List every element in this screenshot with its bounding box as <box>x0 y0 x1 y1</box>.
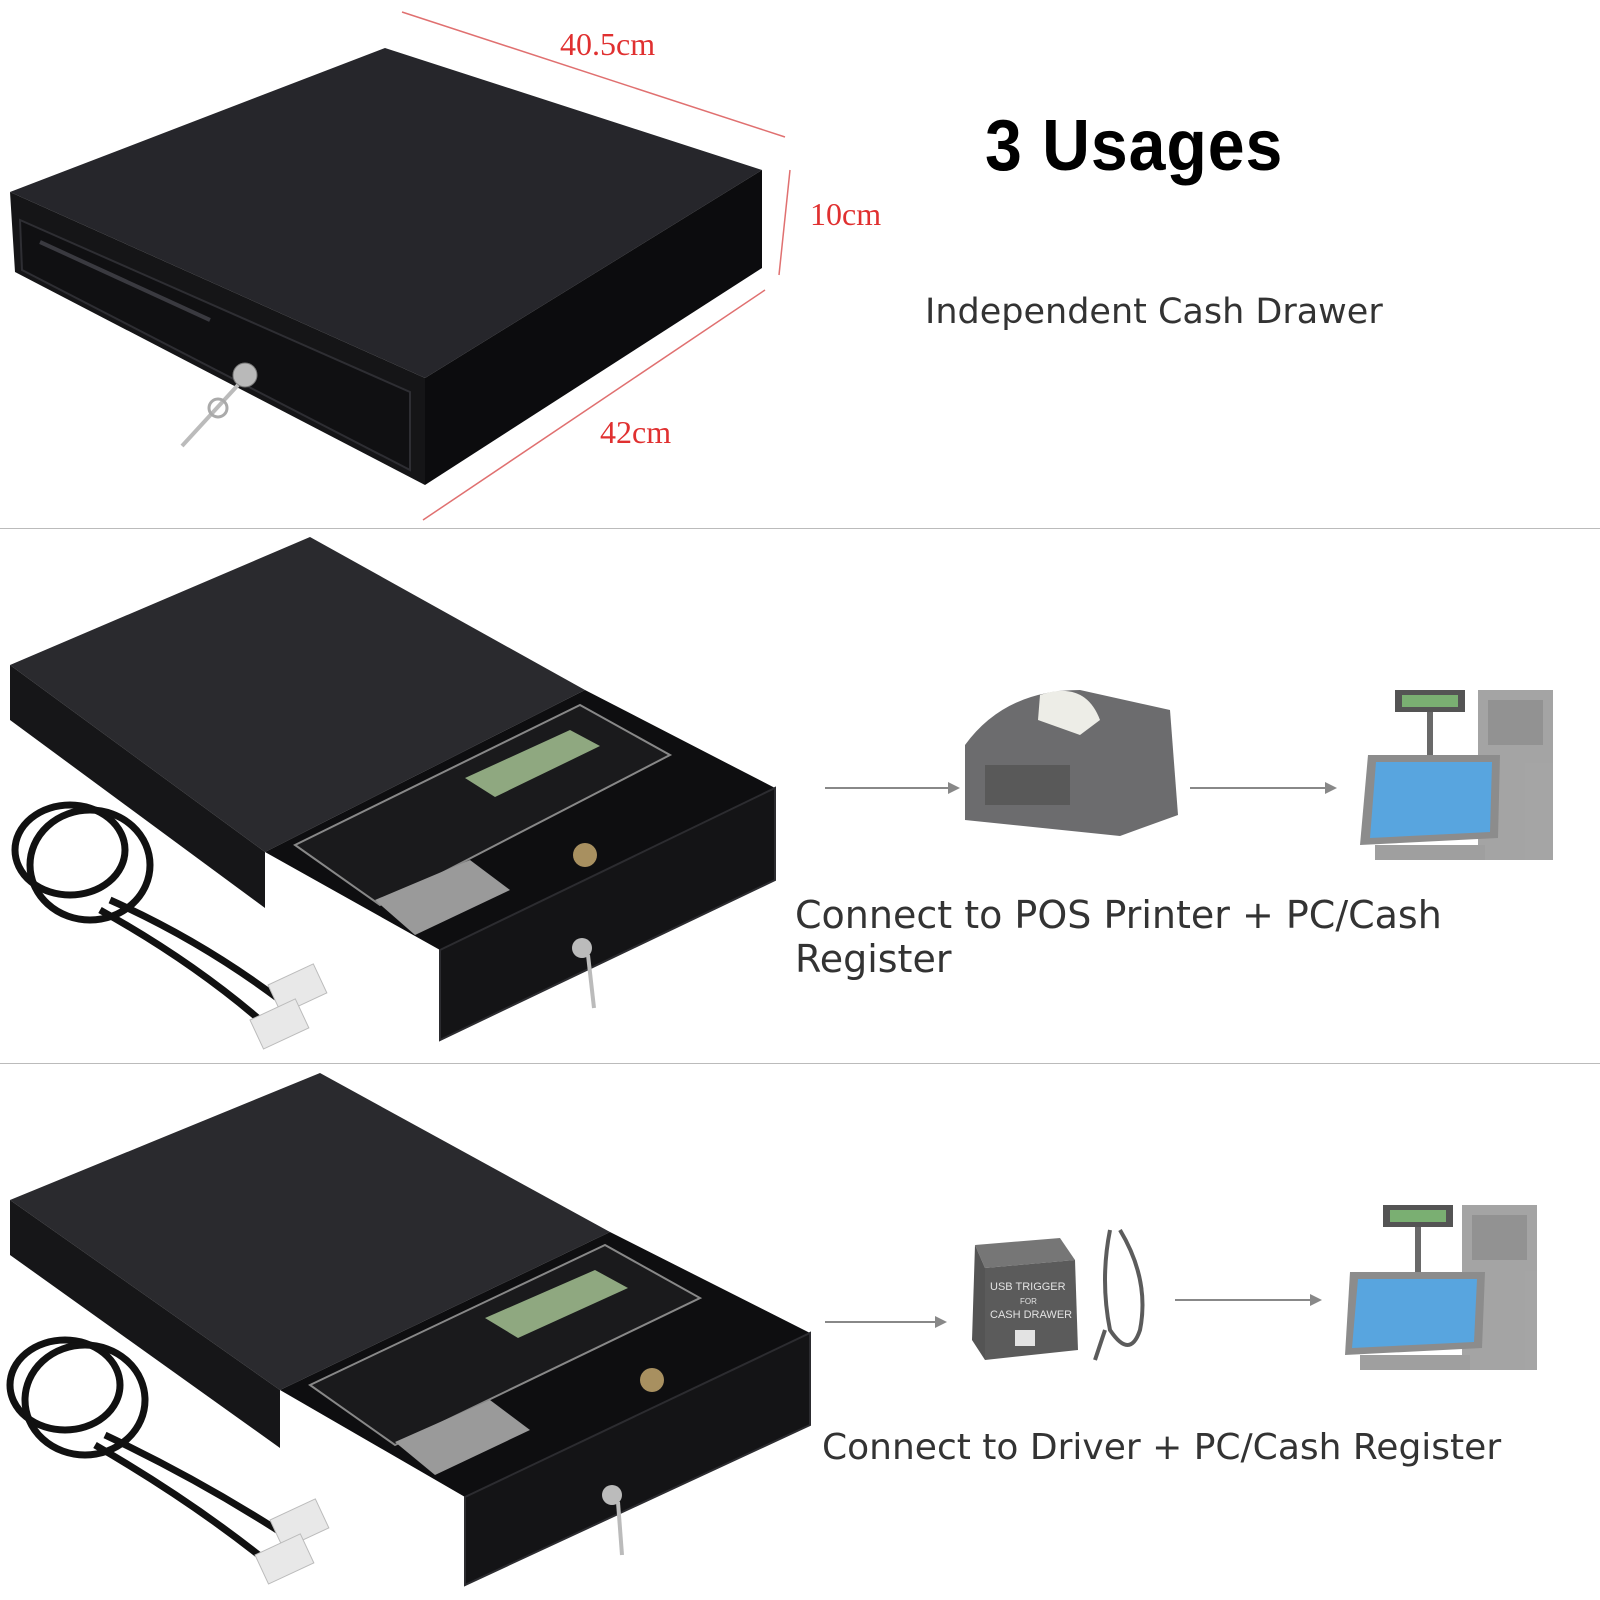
key-icon <box>616 1501 624 1556</box>
pos-terminal-icon <box>1345 1205 1537 1370</box>
drawer-side-face <box>425 170 762 485</box>
drawer-top-face <box>10 48 762 378</box>
width-dimension-line <box>401 11 786 138</box>
tray-front-panel <box>464 1331 811 1587</box>
usb-box-label-3: CASH DRAWER <box>990 1309 1072 1321</box>
dimension-height-label: 10cm <box>810 196 882 232</box>
usb-box-label-2: FOR <box>1020 1297 1037 1306</box>
drawer-panel <box>18 218 411 472</box>
arrow-head-icon <box>948 782 960 794</box>
arrow-head-icon-2 <box>1310 1294 1322 1306</box>
usb-trigger-box-icon: USB TRIGGER FOR CASH DRAWER <box>972 1238 1078 1360</box>
lock-icon <box>602 1485 622 1505</box>
dimension-depth-label: 42cm <box>600 414 672 450</box>
rj11-plug-icon-2 <box>254 1533 315 1585</box>
dimension-width-label: 40.5cm <box>560 26 656 62</box>
drawer-top-face <box>10 537 585 852</box>
usage-caption-3: Connect to Driver + PC/Cash Register <box>822 1427 1502 1468</box>
coin <box>573 843 597 867</box>
key-icon <box>180 383 240 448</box>
pos-printer-icon <box>965 690 1178 836</box>
tray-front-panel <box>439 786 776 1042</box>
page-title: 3 Usages <box>985 106 1284 186</box>
drawer-handle-slot <box>39 240 211 322</box>
arrow-head-icon <box>935 1316 947 1328</box>
rj11-plug-icon-2 <box>249 998 310 1050</box>
rj11-cable-icon <box>11 801 283 1023</box>
lock-icon <box>232 362 258 388</box>
coins-pile <box>375 860 510 935</box>
rj11-plug-icon <box>267 963 328 1015</box>
section-divider-1 <box>0 528 1600 529</box>
pos-terminal-icon <box>1360 690 1553 860</box>
drawer-top-face <box>10 1073 610 1390</box>
drawer-front-face <box>10 665 265 908</box>
usb-box-label-1: USB TRIGGER <box>990 1281 1066 1293</box>
drawer-front-face <box>10 1200 280 1448</box>
coin <box>640 1368 664 1392</box>
rj11-cable-icon <box>6 1336 287 1563</box>
depth-dimension-line <box>422 289 766 521</box>
section-divider-2 <box>0 1063 1600 1064</box>
height-dimension-line <box>778 169 791 276</box>
arrow-head-icon-2 <box>1325 782 1337 794</box>
key-icon <box>586 954 596 1009</box>
coins-pile <box>395 1400 530 1475</box>
lock-icon <box>572 938 592 958</box>
usb-cable-icon <box>1093 1228 1145 1361</box>
rj11-plug-icon <box>269 1498 330 1550</box>
key-ring <box>207 397 229 419</box>
banknotes <box>485 1270 628 1338</box>
usage-caption-1: Independent Cash Drawer <box>925 292 1383 332</box>
usage-caption-2: Connect to POS Printer + PC/Cash Registe… <box>795 893 1442 981</box>
banknotes <box>465 730 600 797</box>
